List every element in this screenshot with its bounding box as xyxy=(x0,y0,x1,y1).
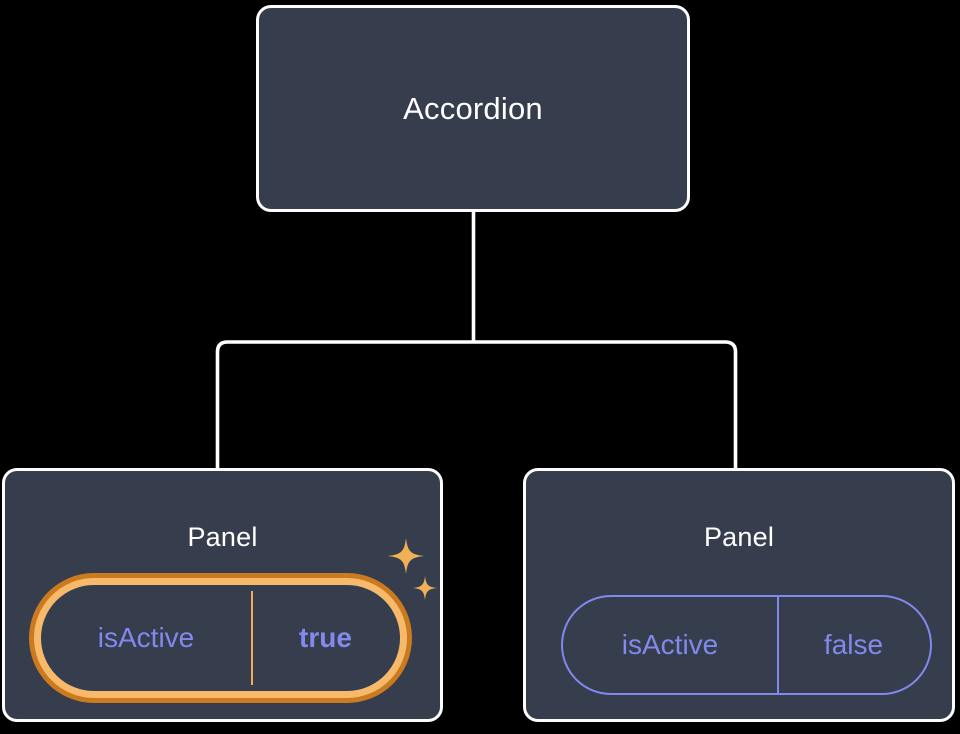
prop-value-true: true xyxy=(299,622,352,653)
connector-children-bus xyxy=(215,340,738,470)
node-label-panel-inactive: Panel xyxy=(703,522,775,552)
node-label-accordion: Accordion xyxy=(403,90,543,126)
prop-value-false: false xyxy=(823,629,884,660)
prop-pill-isactive-true[interactable]: isActive true xyxy=(34,578,407,698)
prop-pill-divider-active xyxy=(251,591,253,685)
tree-node-panel-inactive[interactable]: Panel isActive false xyxy=(523,468,955,722)
prop-pill-divider-plain xyxy=(777,597,779,693)
prop-key-isactive-false: isActive xyxy=(621,629,719,660)
prop-key-isactive-true: isActive xyxy=(97,622,195,653)
node-label-panel-active: Panel xyxy=(187,522,258,552)
tree-node-accordion[interactable]: Accordion xyxy=(256,5,690,212)
prop-pill-isactive-false[interactable]: isActive false xyxy=(561,595,932,695)
